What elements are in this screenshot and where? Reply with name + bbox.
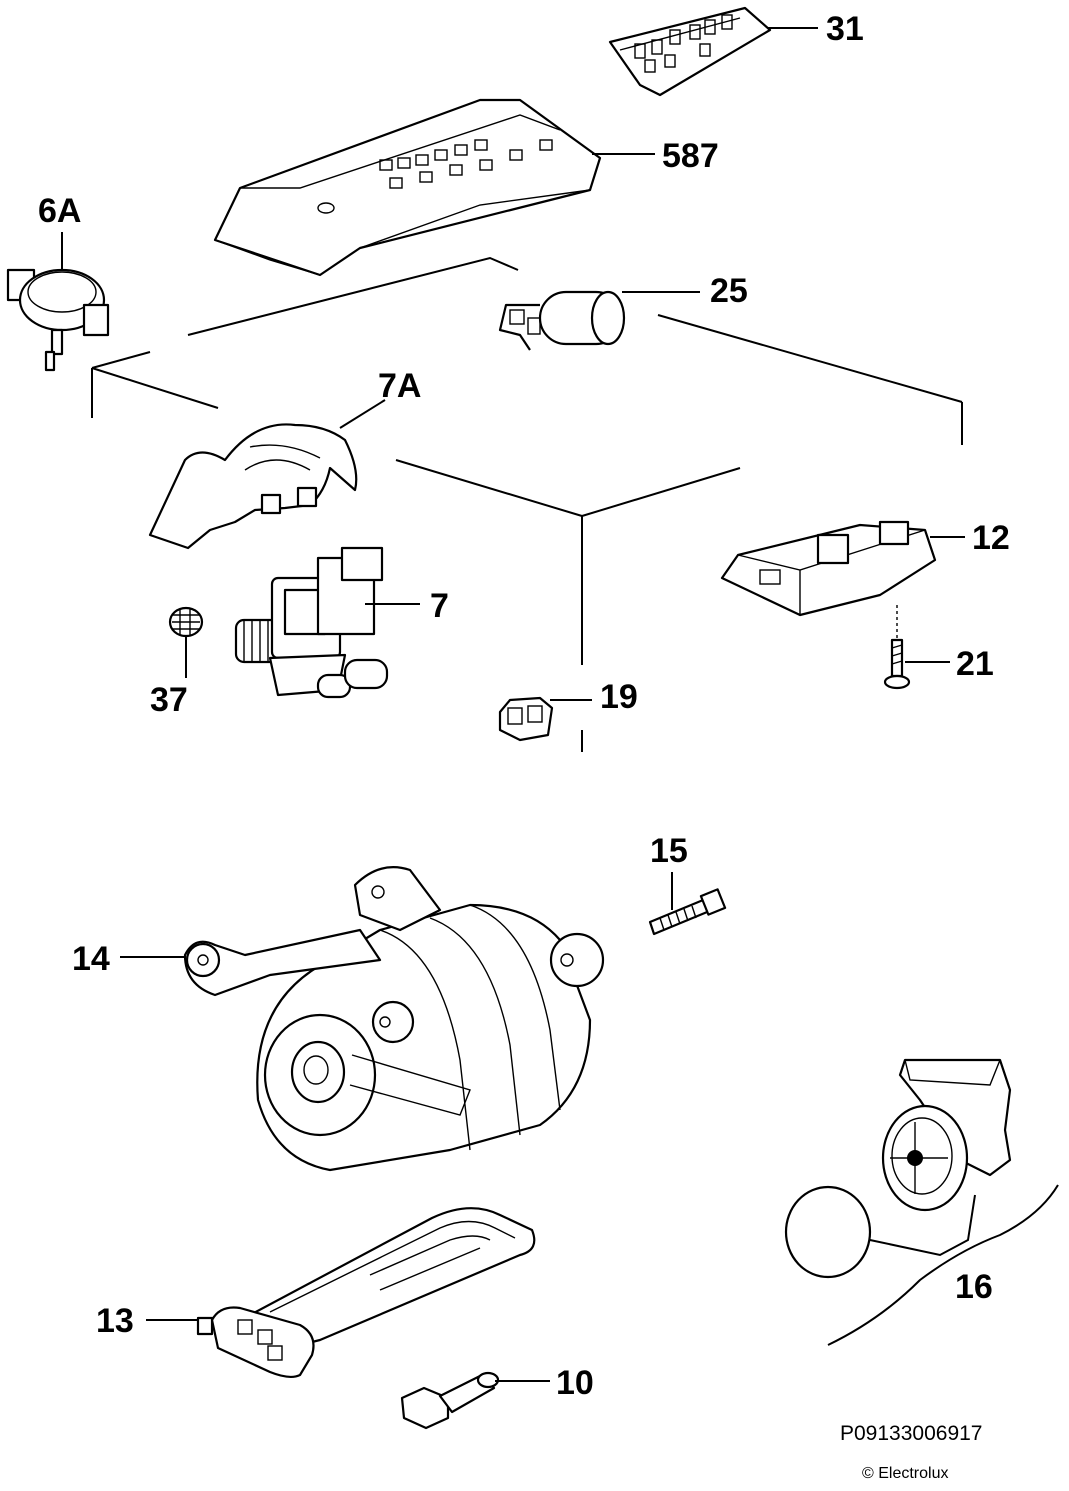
leader-7a: [339, 399, 386, 429]
part-16-bracket-lines: [827, 1184, 1059, 1346]
diagram-reference-number: P09133006917: [840, 1422, 982, 1445]
copyright-notice: © Electrolux: [862, 1465, 948, 1482]
label-37: 37: [150, 681, 188, 719]
label-14: 14: [72, 940, 110, 978]
label-12: 12: [972, 519, 1010, 557]
label-31: 31: [826, 10, 864, 48]
label-6a: 6A: [38, 192, 81, 230]
label-7: 7: [430, 587, 449, 625]
label-16: 16: [955, 1268, 993, 1306]
part-14-motor[interactable]: [183, 866, 605, 1172]
part-37-filter[interactable]: [168, 606, 204, 638]
part-21-screw[interactable]: [883, 605, 911, 690]
part-25-suppressor[interactable]: [498, 290, 626, 351]
label-15: 15: [650, 832, 688, 870]
label-7a: 7A: [378, 367, 421, 405]
label-25: 25: [710, 272, 748, 310]
part-15-bolt[interactable]: [648, 888, 727, 936]
label-10: 10: [556, 1364, 594, 1402]
label-21: 21: [956, 645, 994, 683]
part-587-control-module[interactable]: [213, 98, 602, 277]
part-19-clip[interactable]: [498, 696, 554, 742]
part-7-inlet-valve[interactable]: [234, 546, 389, 699]
cabinet-outline: [91, 256, 963, 752]
label-19: 19: [600, 678, 638, 716]
part-16-drain-pump[interactable]: [784, 1058, 1012, 1279]
part-6a-pressure-switch[interactable]: [6, 268, 110, 372]
part-12-door-lock[interactable]: [720, 520, 937, 617]
part-7a-valve-cover[interactable]: [148, 423, 358, 550]
label-587: 587: [662, 137, 719, 175]
part-31-small-board[interactable]: [608, 6, 772, 97]
label-13: 13: [96, 1302, 134, 1340]
part-13-heating-element[interactable]: [196, 1207, 536, 1379]
part-10-ntc-sensor[interactable]: [400, 1371, 500, 1430]
